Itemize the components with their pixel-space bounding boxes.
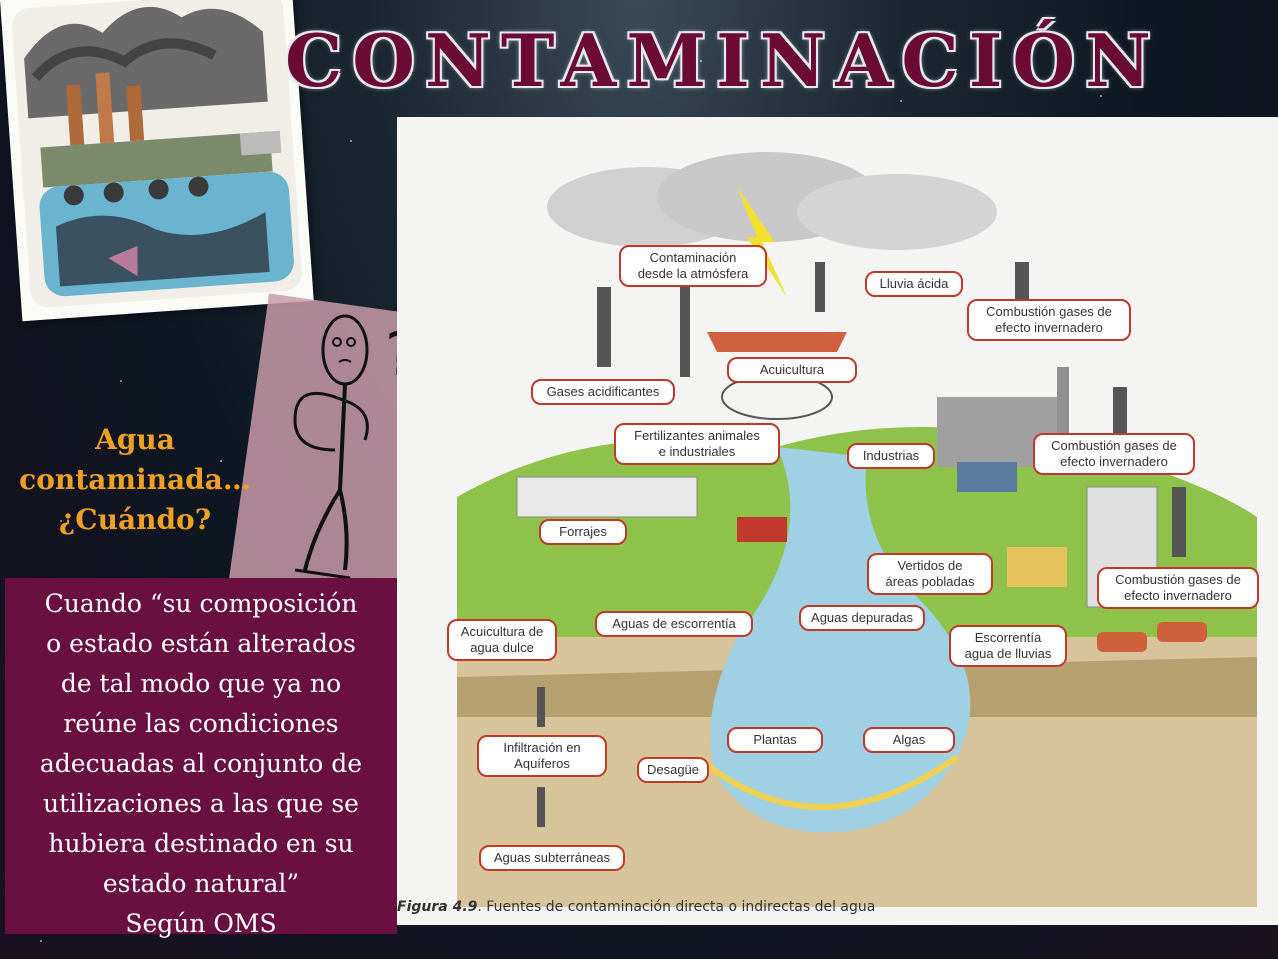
pollution-cartoon-image bbox=[0, 0, 314, 322]
label-aguas-depuradas: Aguas depuradas bbox=[799, 605, 925, 631]
question-line-3: ¿Cuándo? bbox=[58, 503, 212, 536]
label-lluvia-acida: Lluvia ácida bbox=[865, 271, 963, 297]
question-line-2: contaminada… bbox=[19, 463, 251, 496]
label-algas: Algas bbox=[863, 727, 955, 753]
quote-line-1: Cuando “su composición bbox=[44, 589, 358, 618]
question-line-1: Agua bbox=[95, 423, 175, 456]
quote-line-5: adecuadas al conjunto de bbox=[39, 749, 363, 778]
label-industrias: Industrias bbox=[847, 443, 935, 469]
quote-source: Según OMS bbox=[125, 909, 277, 938]
figure-caption-number: Figura 4.9 bbox=[397, 899, 478, 915]
diagram-illustration bbox=[457, 152, 1257, 907]
figure-caption-text: . Fuentes de contaminación directa o ind… bbox=[477, 899, 876, 915]
label-acuicultura: Acuicultura bbox=[727, 357, 857, 383]
quote-line-8: estado natural” bbox=[102, 869, 300, 898]
label-aguas-escorrentia: Aguas de escorrentía bbox=[595, 611, 753, 637]
quote-line-7: hubiera destinado en su bbox=[48, 829, 354, 858]
quote-line-6: utilizaciones a las que se bbox=[43, 789, 359, 818]
label-plantas: Plantas bbox=[727, 727, 823, 753]
label-aguas-subterraneas: Aguas subterráneas bbox=[479, 845, 625, 871]
label-forrajes: Forrajes bbox=[539, 519, 627, 545]
quote-line-4: reúne las condiciones bbox=[63, 709, 339, 738]
quote-line-3: de tal modo que ya no bbox=[60, 669, 342, 698]
oms-definition-box: Cuando “su composición o estado están al… bbox=[5, 578, 397, 938]
label-desague: Desagüe bbox=[637, 757, 709, 783]
slide-title: Contaminación bbox=[285, 18, 1161, 103]
figure-caption: Figura 4.9. Fuentes de contaminación dir… bbox=[397, 899, 875, 915]
question-heading: Agua contaminada… ¿Cuándo? bbox=[10, 420, 260, 540]
quote-line-2: o estado están alterados bbox=[46, 629, 356, 658]
label-gases-acidificantes: Gases acidificantes bbox=[531, 379, 675, 405]
